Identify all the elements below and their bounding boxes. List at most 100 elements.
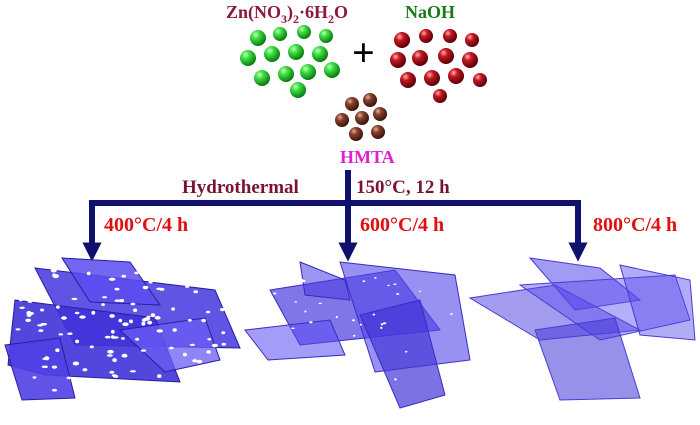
particle: [324, 62, 340, 78]
pore: [108, 277, 116, 281]
pore: [154, 316, 161, 320]
pore: [300, 278, 304, 281]
particle: [390, 52, 406, 68]
zinc-nitrate-label: Zn(NO3)2·6H2O: [226, 2, 348, 26]
pore: [95, 380, 102, 385]
pore: [207, 338, 212, 341]
pore: [144, 317, 150, 321]
pore: [106, 354, 113, 357]
particle: [448, 68, 464, 84]
pore: [121, 353, 128, 358]
pore: [20, 287, 27, 291]
pore: [291, 369, 296, 372]
pore: [112, 358, 117, 363]
process-arrows: [82, 170, 588, 262]
pore: [72, 361, 80, 366]
pore: [26, 310, 32, 315]
particle: [462, 52, 478, 68]
pore: [189, 343, 195, 346]
pore: [107, 349, 114, 354]
pore: [80, 379, 87, 383]
pore: [291, 327, 295, 329]
particle: [273, 27, 287, 41]
pore: [156, 329, 163, 333]
pore: [104, 335, 111, 339]
pore: [353, 334, 356, 337]
particle: [443, 29, 457, 43]
pore: [380, 326, 383, 330]
particle: [349, 127, 363, 141]
particle: [345, 97, 359, 111]
pore: [213, 373, 220, 377]
pore: [121, 274, 126, 278]
pore: [130, 302, 136, 306]
pore: [86, 271, 91, 276]
pore: [272, 292, 277, 295]
pore: [32, 376, 37, 379]
pore: [33, 286, 38, 289]
naoh-label: NaOH: [405, 2, 455, 22]
particle: [438, 48, 454, 64]
pore: [393, 283, 397, 286]
pore: [112, 386, 120, 390]
pore: [111, 335, 115, 339]
naoh-particles: [390, 29, 487, 103]
sheet: [534, 317, 641, 401]
pore: [396, 293, 400, 295]
pore: [133, 308, 138, 313]
pore: [135, 337, 140, 341]
pore: [18, 298, 23, 302]
pore: [91, 310, 96, 315]
particle: [297, 25, 311, 39]
pore: [142, 285, 149, 290]
pore: [110, 329, 115, 334]
particle: [473, 73, 487, 87]
pore: [192, 359, 198, 363]
pore: [206, 350, 212, 354]
sheet: [118, 317, 221, 373]
particle: [424, 70, 440, 86]
pore: [221, 342, 227, 346]
pore: [205, 383, 211, 388]
pore: [131, 388, 138, 393]
branch-label-600: 600°C/4 h: [360, 214, 444, 236]
pore: [101, 303, 105, 307]
pore: [387, 284, 390, 287]
pore: [193, 290, 199, 294]
pore: [300, 392, 304, 395]
pore: [111, 374, 117, 377]
particle: [319, 29, 333, 43]
pore: [37, 324, 44, 327]
pore: [38, 329, 44, 332]
pore: [313, 380, 317, 382]
pore: [359, 323, 362, 326]
pore: [41, 365, 48, 369]
pore: [109, 370, 115, 374]
particle: [250, 30, 266, 46]
pore: [15, 328, 21, 331]
pore: [318, 302, 322, 305]
pore: [319, 389, 322, 391]
pore: [157, 374, 162, 378]
pore: [221, 331, 226, 335]
pore: [362, 280, 366, 283]
pore: [147, 320, 153, 325]
pore: [73, 385, 77, 389]
pore: [196, 359, 203, 364]
particle: [394, 32, 410, 48]
sheet: [299, 261, 351, 301]
pore: [71, 297, 78, 301]
pore: [52, 388, 57, 392]
pore: [171, 307, 176, 311]
pore: [319, 365, 324, 369]
pore: [55, 348, 60, 353]
pore: [40, 308, 45, 312]
pore: [211, 343, 218, 348]
hmta-particles: [335, 93, 387, 141]
pore: [221, 366, 228, 369]
pore: [185, 285, 190, 288]
particle: [300, 64, 316, 80]
particle: [240, 50, 256, 66]
pore: [355, 378, 359, 381]
pore: [19, 306, 25, 309]
